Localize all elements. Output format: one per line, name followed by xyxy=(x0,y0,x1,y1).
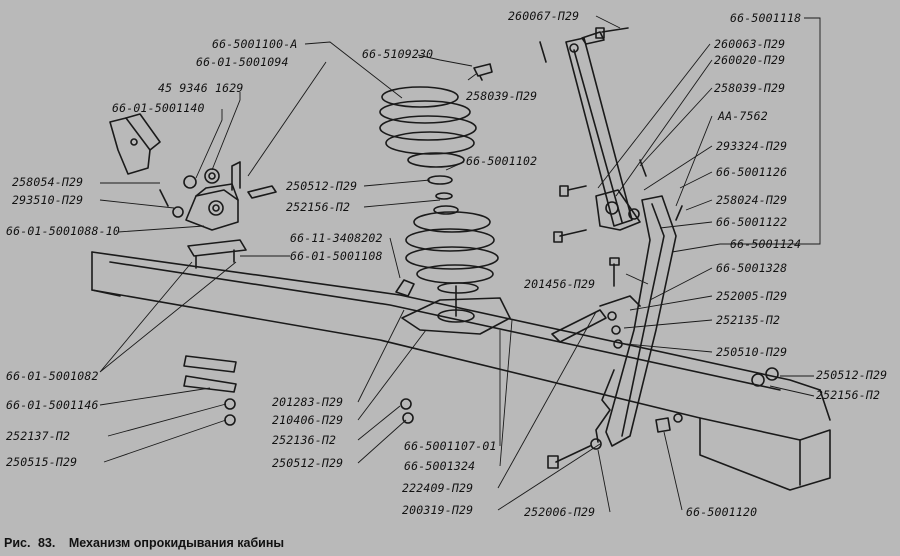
frame-beam xyxy=(91,251,831,491)
tilt-lever-lower xyxy=(605,195,677,447)
part-label: 201456-П29 xyxy=(524,277,596,291)
hinge-support xyxy=(185,183,239,231)
lower-spring xyxy=(405,211,499,294)
part-label: 66-5001102 xyxy=(466,154,538,168)
part-label: 66-5001100-А xyxy=(212,37,298,51)
part-label: 66-5001122 xyxy=(716,215,788,229)
part-label: 66-5001124 xyxy=(730,237,802,251)
part-label: 200319-П29 xyxy=(402,503,474,517)
caption-prefix: Рис. xyxy=(4,536,31,550)
part-label: 250512-П29 xyxy=(286,179,358,193)
part-label: 252156-П2 xyxy=(286,200,351,214)
part-label: 66-01-5001088-10 xyxy=(6,224,120,238)
part-label: 66-5001107-01 xyxy=(404,439,497,453)
part-label: 222409-П29 xyxy=(402,481,474,495)
bent-rod xyxy=(595,369,615,443)
part-label: 66-01-5001094 xyxy=(196,55,289,69)
part-label: 258024-П29 xyxy=(716,193,788,207)
part-label: 260063-П29 xyxy=(714,37,786,51)
part-label: 250515-П29 xyxy=(6,455,78,469)
part-label: 66-5001328 xyxy=(716,261,788,275)
leader-lines xyxy=(99,15,821,513)
spring-seat xyxy=(395,279,511,335)
part-label: 252156-П2 xyxy=(816,388,881,402)
cross-link xyxy=(551,295,641,349)
part-label: 250510-П29 xyxy=(716,345,788,359)
grease-fitting xyxy=(473,63,493,81)
part-label: 252137-П2 xyxy=(6,429,71,443)
part-label: 66-5001120 xyxy=(686,505,758,519)
part-label: 293510-П29 xyxy=(12,193,84,207)
part-label: 252005-П29 xyxy=(716,289,788,303)
part-label: 252136-П2 xyxy=(272,433,337,447)
part-label: 210406-П29 xyxy=(272,413,344,427)
part-label: 258054-П29 xyxy=(12,175,84,189)
bolts xyxy=(400,27,779,469)
part-label: 260067-П29 xyxy=(508,9,580,23)
part-label: 260020-П29 xyxy=(714,53,786,67)
part-label: 66-5001324 xyxy=(404,459,476,473)
part-label: 66-5109230 xyxy=(362,47,434,61)
part-label: 66-01-5001140 xyxy=(112,101,205,115)
caption-number: 83. xyxy=(37,536,56,550)
part-label: 66-5001118 xyxy=(730,11,802,25)
part-label: 252135-П2 xyxy=(716,313,781,327)
part-label: 293324-П29 xyxy=(716,139,788,153)
caption-title: Механизм опрокидывания кабины xyxy=(68,536,285,550)
lower-straps xyxy=(183,355,237,426)
part-label: 250512-П29 xyxy=(272,456,344,470)
part-label: 66-11-3408202 xyxy=(290,231,383,245)
part-label: АА-7562 xyxy=(718,109,768,123)
clamp-plate xyxy=(187,239,247,269)
tilt-lever-upper xyxy=(565,31,633,227)
part-label: 66-01-5001082 xyxy=(6,369,99,383)
upper-spring xyxy=(379,86,477,215)
left-fasteners xyxy=(159,161,277,218)
part-label: 258039-П29 xyxy=(714,81,786,95)
part-label: 258039-П29 xyxy=(466,89,538,103)
part-label: 66-01-5001146 xyxy=(6,398,99,412)
part-label: 45 9346 1629 xyxy=(158,81,244,95)
part-label: 250512-П29 xyxy=(816,368,888,382)
hinge-assembly xyxy=(595,189,641,231)
figure-caption: Рис. 83. Механизм опрокидывания кабины xyxy=(4,536,284,550)
part-label: 252006-П29 xyxy=(524,505,596,519)
part-label: 66-5001126 xyxy=(716,165,788,179)
side-bracket xyxy=(109,113,161,175)
part-label: 201283-П29 xyxy=(272,395,344,409)
part-label: 66-01-5001108 xyxy=(290,249,383,263)
